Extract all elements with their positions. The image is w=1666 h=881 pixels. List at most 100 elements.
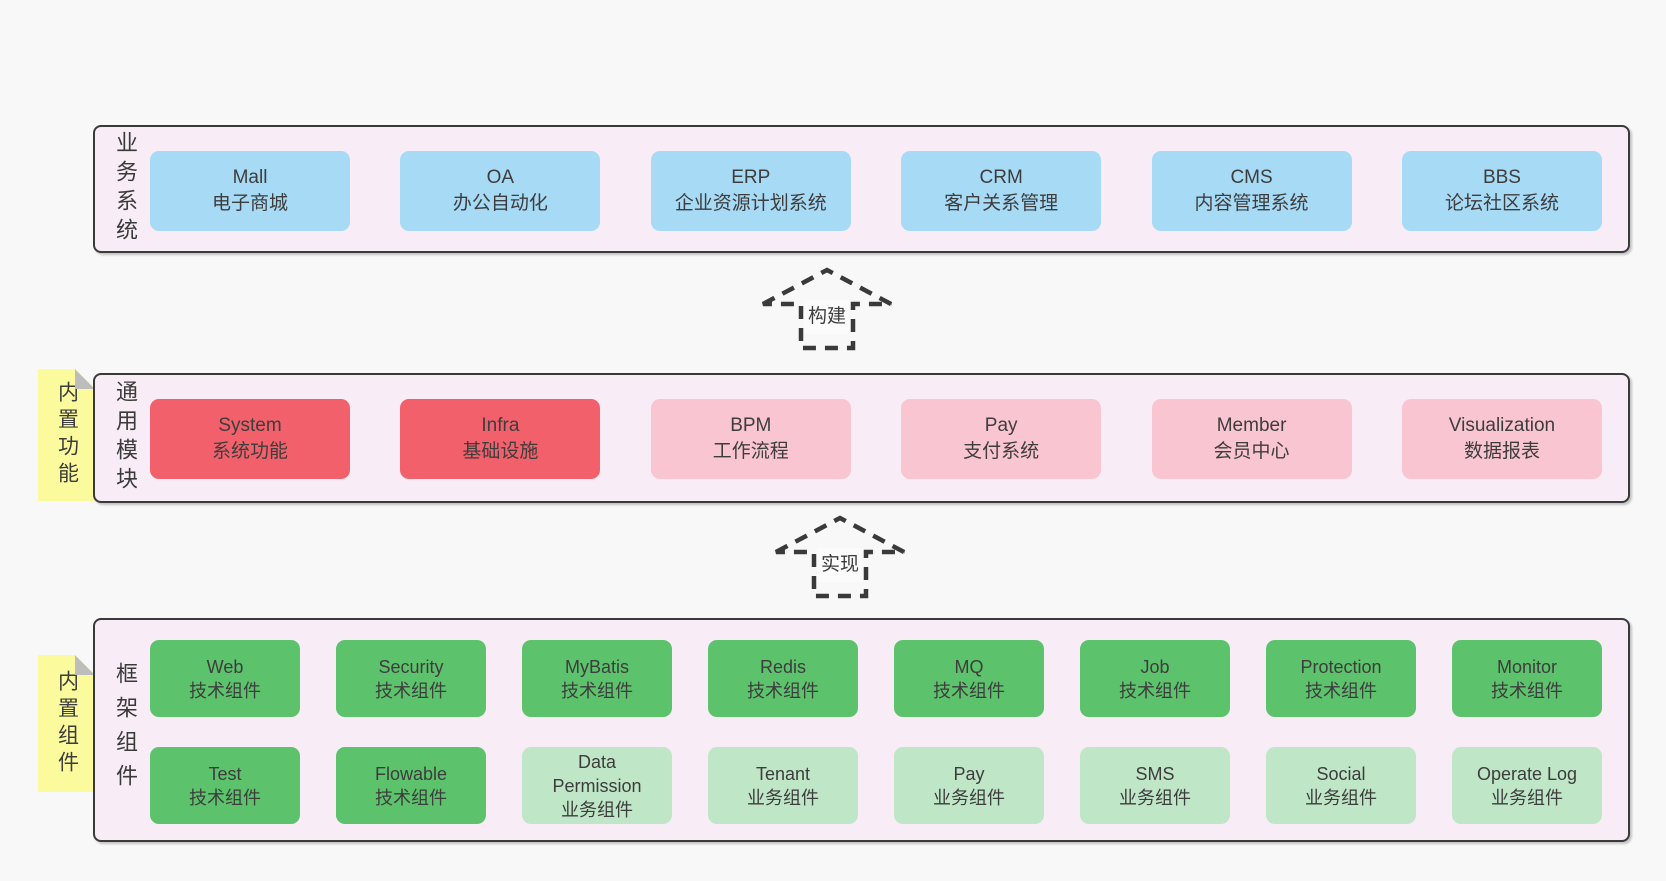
folded-corner-icon xyxy=(75,655,95,675)
band-framework-components: 框架组件 Web 技术组件 Security 技术组件 MyBatis 技术组件… xyxy=(93,618,1630,842)
box-visualization: Visualization 数据报表 xyxy=(1401,399,1602,479)
box-subtitle: 技术组件 xyxy=(189,787,261,808)
box-bpm: BPM 工作流程 xyxy=(650,399,851,479)
box-system: System 系统功能 xyxy=(150,399,350,479)
sticky-note-built-in-components: 内置组件 xyxy=(38,655,95,792)
box-title: CMS xyxy=(1230,167,1273,188)
box-subtitle: 技术组件 xyxy=(1119,680,1191,701)
dashed-up-arrow-icon xyxy=(761,267,893,351)
box-subtitle: 技术组件 xyxy=(561,680,633,701)
sticky-note-built-in-functions: 内置功能 xyxy=(38,369,95,501)
box-subtitle: 业务组件 xyxy=(1305,787,1377,808)
box-subtitle: 系统功能 xyxy=(211,441,288,462)
framework-components-row-2: Test 技术组件 Flowable 技术组件 Data Permission … xyxy=(150,747,1602,824)
box-subtitle: 技术组件 xyxy=(375,787,447,808)
box-title: BPM xyxy=(730,415,772,436)
box-subtitle: 内容管理系统 xyxy=(1194,193,1309,214)
box-title: Data Permission xyxy=(552,751,642,796)
box-subtitle: 业务组件 xyxy=(933,787,1005,808)
box-subtitle: 业务组件 xyxy=(747,787,819,808)
implement-arrow: 实现 xyxy=(770,512,910,600)
box-job: Job 技术组件 xyxy=(1080,640,1230,717)
box-subtitle: 技术组件 xyxy=(747,680,819,701)
box-pay-system: Pay 支付系统 xyxy=(901,399,1102,479)
box-title: Job xyxy=(1140,656,1170,677)
box-subtitle: 企业资源计划系统 xyxy=(674,193,827,214)
box-subtitle: 基础设施 xyxy=(462,441,539,462)
build-arrow: 构建 xyxy=(757,264,897,352)
box-security: Security 技术组件 xyxy=(336,640,486,717)
box-title: MyBatis xyxy=(564,656,629,677)
box-subtitle: 技术组件 xyxy=(1305,680,1377,701)
box-title: Operate Log xyxy=(1476,763,1578,784)
box-cms: CMS 内容管理系统 xyxy=(1151,151,1352,231)
box-subtitle: 数据报表 xyxy=(1463,441,1540,462)
box-title: SMS xyxy=(1135,763,1175,784)
box-title: Member xyxy=(1216,415,1287,436)
box-protection: Protection 技术组件 xyxy=(1266,640,1416,717)
folded-corner-icon xyxy=(75,369,95,389)
box-subtitle: 支付系统 xyxy=(963,441,1040,462)
box-pay-component: Pay 业务组件 xyxy=(894,747,1044,824)
box-title: Mall xyxy=(232,167,268,188)
box-tenant: Tenant 业务组件 xyxy=(708,747,858,824)
box-title: CRM xyxy=(979,167,1023,188)
box-subtitle: 论坛社区系统 xyxy=(1444,193,1559,214)
box-title: Infra xyxy=(481,415,520,436)
box-subtitle: 办公自动化 xyxy=(452,193,548,214)
box-mybatis: MyBatis 技术组件 xyxy=(522,640,672,717)
box-mall: Mall 电子商城 xyxy=(150,151,350,231)
box-subtitle: 电子商城 xyxy=(211,193,288,214)
dashed-up-arrow-icon xyxy=(774,515,906,599)
band-label-business-systems: 业务系统 xyxy=(113,131,138,247)
band-label-framework-components: 框架组件 xyxy=(113,662,138,798)
framework-components-row-1: Web 技术组件 Security 技术组件 MyBatis 技术组件 Redi… xyxy=(150,640,1602,717)
box-subtitle: 工作流程 xyxy=(712,441,789,462)
box-flowable: Flowable 技术组件 xyxy=(336,747,486,824)
box-subtitle: 技术组件 xyxy=(933,680,1005,701)
common-modules-row: System 系统功能 Infra 基础设施 BPM 工作流程 Pay 支付系统… xyxy=(150,399,1602,479)
box-title: Tenant xyxy=(755,763,811,784)
box-subtitle: 业务组件 xyxy=(561,799,633,820)
band-business-systems: 业务系统 Mall 电子商城 OA 办公自动化 ERP 企业资源计划系统 CRM… xyxy=(93,125,1630,253)
implement-arrow-label: 实现 xyxy=(816,548,864,582)
box-subtitle: 业务组件 xyxy=(1119,787,1191,808)
box-redis: Redis 技术组件 xyxy=(708,640,858,717)
box-title: Web xyxy=(206,656,244,677)
box-title: OA xyxy=(486,167,515,188)
box-infra: Infra 基础设施 xyxy=(400,399,601,479)
box-data-permission: Data Permission 业务组件 xyxy=(522,747,672,824)
box-bbs: BBS 论坛社区系统 xyxy=(1401,151,1602,231)
box-title: Protection xyxy=(1300,656,1382,677)
box-monitor: Monitor 技术组件 xyxy=(1452,640,1602,717)
box-subtitle: 客户关系管理 xyxy=(944,193,1059,214)
box-member: Member 会员中心 xyxy=(1151,399,1352,479)
box-test: Test 技术组件 xyxy=(150,747,300,824)
box-title: Flowable xyxy=(374,763,448,784)
box-title: Security xyxy=(378,656,444,677)
box-erp: ERP 企业资源计划系统 xyxy=(650,151,851,231)
box-title: System xyxy=(218,415,282,436)
box-title: Test xyxy=(208,763,242,784)
box-crm: CRM 客户关系管理 xyxy=(901,151,1102,231)
box-sms: SMS 业务组件 xyxy=(1080,747,1230,824)
band-common-modules: 通用模块 System 系统功能 Infra 基础设施 BPM 工作流程 Pay… xyxy=(93,373,1630,503)
box-subtitle: 技术组件 xyxy=(375,680,447,701)
sticky-note-label: 内置组件 xyxy=(55,669,79,778)
sticky-note-label: 内置功能 xyxy=(55,381,79,489)
business-systems-row: Mall 电子商城 OA 办公自动化 ERP 企业资源计划系统 CRM 客户关系… xyxy=(150,151,1602,231)
box-subtitle: 技术组件 xyxy=(189,680,261,701)
box-title: Pay xyxy=(984,415,1018,436)
box-social: Social 业务组件 xyxy=(1266,747,1416,824)
box-oa: OA 办公自动化 xyxy=(400,151,601,231)
box-web: Web 技术组件 xyxy=(150,640,300,717)
box-subtitle: 技术组件 xyxy=(1491,680,1563,701)
band-label-common-modules: 通用模块 xyxy=(113,380,138,496)
box-operate-log: Operate Log 业务组件 xyxy=(1452,747,1602,824)
box-title: ERP xyxy=(731,167,771,188)
box-subtitle: 会员中心 xyxy=(1213,441,1290,462)
box-title: Pay xyxy=(953,763,985,784)
box-subtitle: 业务组件 xyxy=(1491,787,1563,808)
box-title: Redis xyxy=(759,656,807,677)
